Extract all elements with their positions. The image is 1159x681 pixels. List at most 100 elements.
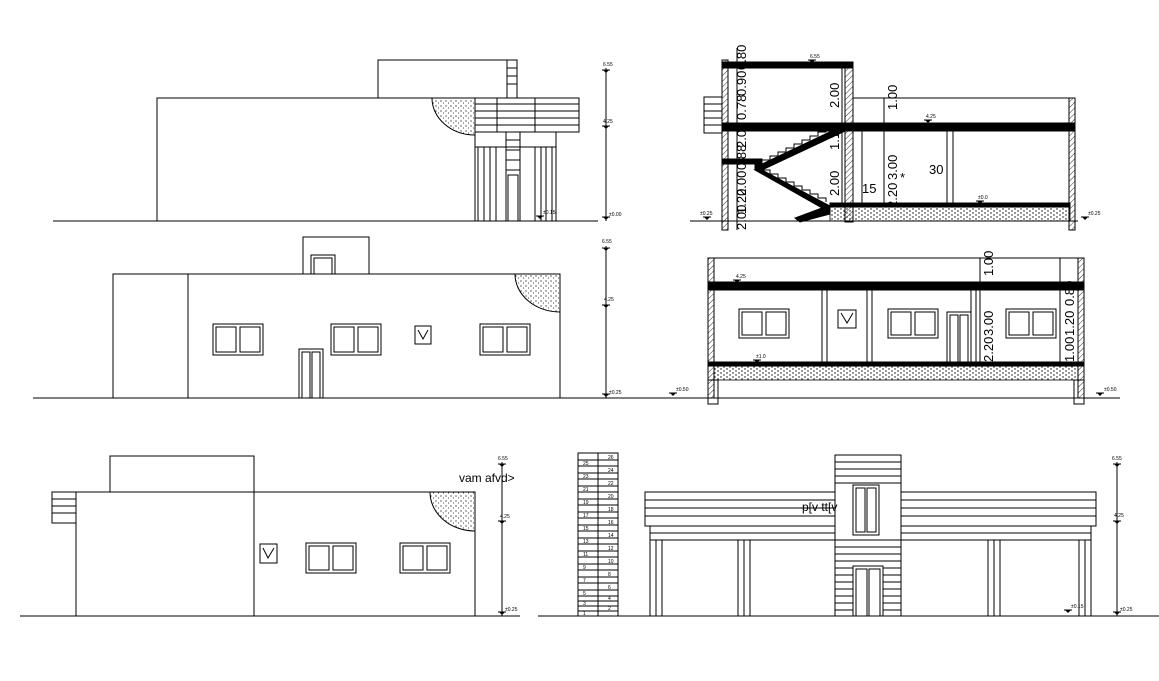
dim-text: 2.00 <box>734 205 749 230</box>
door <box>946 311 972 363</box>
dim-text: 3.00 <box>885 155 900 180</box>
parapet <box>713 257 1079 283</box>
level-label: ±0.25 <box>1088 211 1101 217</box>
first-floor-slab <box>721 122 1076 132</box>
interior-wall <box>946 130 954 207</box>
stair-number: 18 <box>608 507 614 513</box>
ground-slab <box>829 202 1071 208</box>
stair-number: 1 <box>583 611 586 617</box>
porch-frame <box>474 131 557 222</box>
dim-text: 2.00 <box>827 171 842 196</box>
dim-text: 0.90 <box>734 71 749 96</box>
elevation-2: 6.55 4.25 ±0.25 ±0.50 <box>33 236 702 399</box>
stair-number: 25 <box>583 461 589 467</box>
level-label: ±0.50 <box>1104 387 1117 393</box>
level-label: ±0.25 <box>1120 607 1133 613</box>
level-label: 4.25 <box>736 274 746 280</box>
elevation-1: 6.55 4.25 ±0.00 ±0.15 <box>53 59 622 222</box>
side-block <box>112 273 189 399</box>
dims-left: 0.80 0.90 0.78 2.00 0.88 2.00 1.20 2.00 <box>734 45 749 230</box>
interior-wall <box>866 289 873 363</box>
balcony-edge <box>51 491 77 524</box>
front-elevation: 25 23 21 19 17 15 13 11 9 7 5 3 1 26 24 … <box>538 452 1159 617</box>
stone-cladding <box>429 491 476 532</box>
stair-number: 7 <box>583 578 586 584</box>
level-label: ±0.25 <box>609 390 622 396</box>
entrance-door <box>852 565 884 617</box>
dim-text: 1.00 <box>1062 337 1077 362</box>
stair-treads-lower <box>762 169 827 202</box>
stair-number: 17 <box>583 513 589 519</box>
stair-number: 12 <box>608 546 614 552</box>
stair-treads-upper <box>761 127 834 164</box>
dim-text: 2.00 <box>734 171 749 196</box>
roof-box <box>302 236 370 275</box>
mid-wall <box>844 61 854 223</box>
level-label: 4.25 <box>1114 513 1124 519</box>
stair-number: 20 <box>608 494 614 500</box>
stair-number: 2 <box>608 606 611 612</box>
main-wall <box>187 273 561 399</box>
stair-number: 9 <box>583 565 586 571</box>
left-wall <box>721 59 729 231</box>
stair-number: 16 <box>608 520 614 526</box>
level-label: 4.25 <box>604 297 614 303</box>
stair-number: 22 <box>608 481 614 487</box>
dim-text: 1.20 <box>1062 311 1077 336</box>
stair-number: 10 <box>608 559 614 565</box>
interior-wall <box>970 289 977 363</box>
vent-window <box>259 543 278 564</box>
dim-text: 0.80 <box>1062 281 1077 306</box>
left-wall <box>707 257 715 399</box>
roof-slab <box>707 281 1085 291</box>
stair-number: 6 <box>608 585 611 591</box>
stair-numbers-left: 25 23 21 19 17 15 13 11 9 7 5 3 1 <box>583 461 589 617</box>
right-wall <box>1068 97 1076 231</box>
right-wall <box>1077 257 1085 399</box>
level-label: ±0.15 <box>543 210 556 216</box>
dims-right: 1.00 3.00 2.20 <box>883 85 900 208</box>
hardcore-fill <box>829 206 1071 222</box>
level-label: ±0.25 <box>700 211 713 217</box>
stone-cladding <box>431 97 476 136</box>
level-label: ±1.0 <box>756 354 766 360</box>
stair-number: 11 <box>583 552 588 558</box>
door <box>298 348 324 399</box>
stair-number: 13 <box>583 539 589 545</box>
section-2: 4.25 ±1.0 ±0.50 1.00 3.00 2.20 0.80 1.20… <box>702 251 1120 405</box>
section-1: 6.55 4.25 ±0.0 ±0.25 ±0.25 0.80 0.90 0.7… <box>690 45 1101 231</box>
dim-text: 2.00 <box>734 123 749 148</box>
stair-number: 23 <box>583 474 589 480</box>
tower-window <box>852 484 880 536</box>
drawing-title: p[v tt[v <box>802 500 837 514</box>
stone-cladding <box>514 273 561 313</box>
elevation-3: vam afvd> 6.55 4.25 ±0.25 <box>20 455 520 617</box>
drawing-title: vam afvd> <box>459 471 515 485</box>
level-label: 4.25 <box>926 114 936 120</box>
level-label: ±0.0 <box>978 195 988 201</box>
level-label: 6.55 <box>810 54 820 60</box>
stair-number: 5 <box>583 591 586 597</box>
stair-number: 15 <box>583 526 589 532</box>
stair-number: 26 <box>608 455 614 461</box>
level-label: 6.55 <box>602 239 612 245</box>
dim-text: 2.20 <box>981 337 996 362</box>
level-label: ±0.00 <box>609 212 622 218</box>
level-label: ±0.50 <box>676 387 689 393</box>
dim-text: 0.78 <box>734 95 749 120</box>
window <box>479 323 531 356</box>
level-label: 6.55 <box>603 62 613 68</box>
level-label: ±0.25 <box>505 607 518 613</box>
dim-text: 1.10 <box>827 125 842 150</box>
stair-number: 4 <box>608 596 611 602</box>
level-label: 4.25 <box>500 514 510 520</box>
stair-lower-flight <box>753 169 831 223</box>
floor-slab <box>707 361 1085 367</box>
stair-number: 8 <box>608 572 611 578</box>
dim-text: 1.20 <box>734 189 749 214</box>
dim-text: 1.00 <box>981 251 996 276</box>
dim-text: 0.88 <box>734 145 749 170</box>
upper-block-strip <box>506 59 518 99</box>
window <box>330 323 382 356</box>
stair-number: 19 <box>583 500 589 506</box>
